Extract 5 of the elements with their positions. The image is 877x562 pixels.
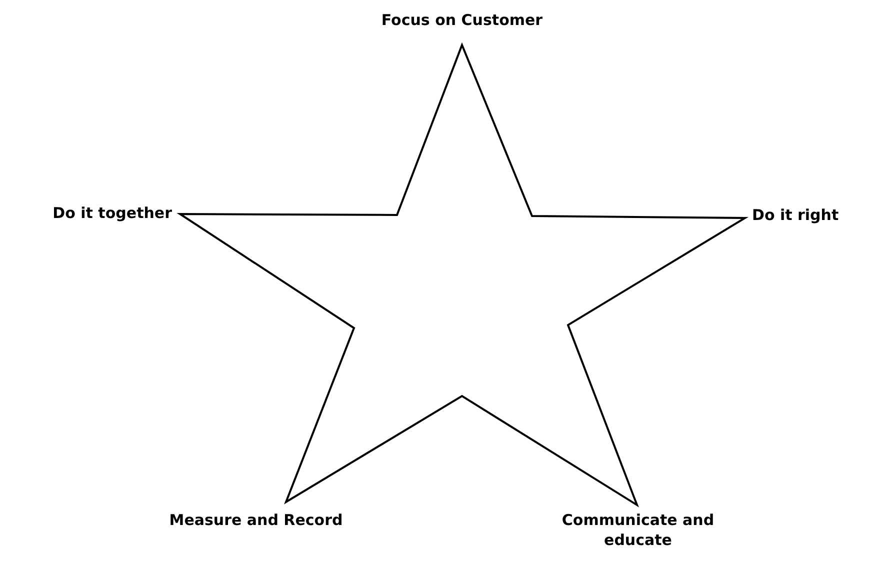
point-label: Focus on Customer (380, 10, 544, 30)
point-label: Do it together (52, 203, 172, 224)
point-label: Measure and Record (168, 510, 344, 530)
point-label: Communicate and educate (560, 510, 716, 550)
point-label: Do it right (752, 205, 840, 226)
